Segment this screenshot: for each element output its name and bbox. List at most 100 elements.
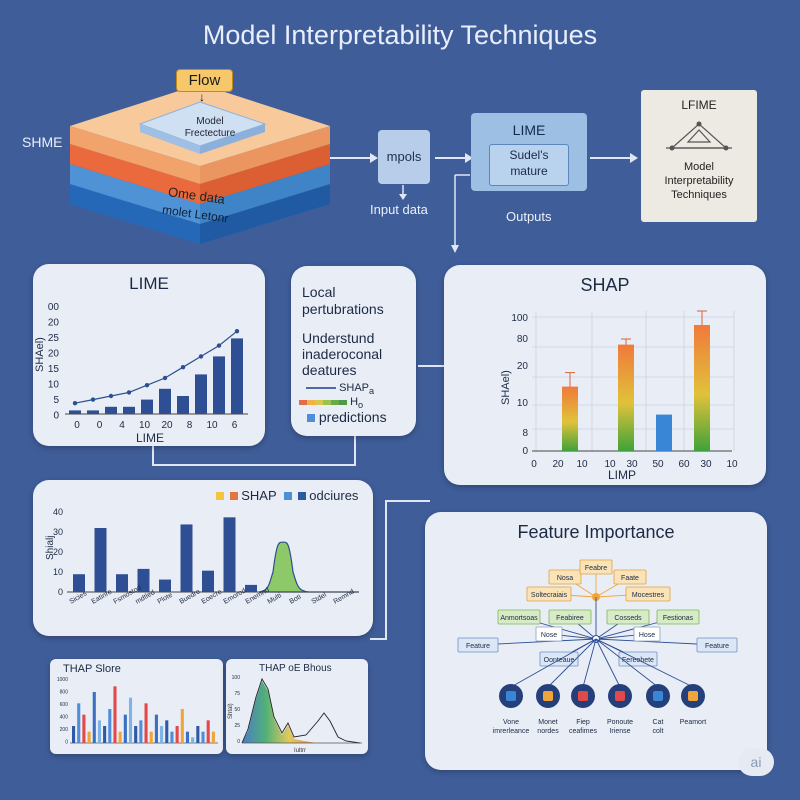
bl1-bar <box>139 720 143 743</box>
mid-x-tick: Multi <box>267 592 284 606</box>
bl1-bar <box>154 714 158 743</box>
feature-leaf-label: imrerleance <box>493 728 530 735</box>
right-card-line-2: Interpretability <box>664 175 734 187</box>
corner-badge: ai <box>738 748 774 776</box>
feature-node-row3 <box>548 609 592 625</box>
bl2-x-label: Iultrr <box>294 748 306 754</box>
lime-dot <box>144 383 150 388</box>
bl2-y-tick: 50 <box>234 707 240 713</box>
mid-legend-other: odciures <box>309 488 359 503</box>
legend-swatch <box>299 400 307 405</box>
mid-y-tick: 30 <box>53 527 63 537</box>
lime-inner-line-2: mature <box>510 164 548 178</box>
mid-bar <box>73 574 85 592</box>
feature-node-row4 <box>696 637 738 653</box>
feature-node-row4 <box>457 637 499 653</box>
bl1-bar <box>170 731 174 743</box>
shap-panel-title: SHAP <box>580 275 630 295</box>
connector-line <box>385 500 430 502</box>
mid-y-label: Shialj <box>45 536 56 560</box>
bl1-y-tick: 600 <box>60 702 69 708</box>
shap-x-tick: 10 <box>604 459 616 470</box>
mid-bar <box>116 574 128 592</box>
flow-label-box: Flow <box>176 69 233 92</box>
feature-leaf-label: Ponoute <box>607 719 633 726</box>
bottom-chart-2-title: THAP oE Bhous <box>259 663 332 674</box>
shap-x-tick: 10 <box>576 459 588 470</box>
feature-node-row5 <box>539 651 579 667</box>
stack-layer-4-side-right <box>200 184 330 244</box>
bl1-bar <box>72 726 76 743</box>
mid-legend: SHAP odciures <box>216 488 358 503</box>
feature-node-row4-label: Feature <box>466 643 490 650</box>
bl2-y-tick: 75 <box>234 691 240 697</box>
feature-node-row4-label: Hose <box>639 632 655 639</box>
bl1-bar <box>180 709 184 743</box>
mid-bar <box>180 524 193 592</box>
lime-bar <box>231 338 243 414</box>
lime-y-tick: 5 <box>53 395 59 406</box>
right-card-line-3: Techniques <box>671 189 727 201</box>
feature-node-row3-label: Anmortsoas <box>500 615 538 622</box>
feature-node-row1-label: Faate <box>621 575 639 582</box>
stack-layer-2-side-right <box>200 144 330 204</box>
mid-legend-shap: SHAP <box>241 488 277 503</box>
mid-y-tick: 40 <box>53 507 63 517</box>
text-line-4: inaderoconal <box>302 346 383 362</box>
bl1-bar <box>118 731 122 743</box>
bl1-bar <box>175 726 179 743</box>
feature-node-row2-label: Mocestres <box>632 592 665 599</box>
shap-x-tick: 60 <box>678 459 690 470</box>
legend-swatch <box>307 400 315 405</box>
legend-shap-row: SHAPa <box>306 382 374 396</box>
lime-flow-title: LIME <box>512 122 546 138</box>
mid-bars <box>73 517 257 592</box>
right-card-title: LFIME <box>681 98 717 112</box>
feature-node-row2 <box>625 586 671 602</box>
mpols-box: mpols <box>378 130 430 184</box>
shap-x-tick: 30 <box>700 459 712 470</box>
tree-edge <box>595 638 621 688</box>
lime-y-tick: 00 <box>48 302 60 313</box>
bl1-y-tick: 800 <box>60 690 69 696</box>
stack-layer-2-side-left <box>70 144 200 204</box>
bl1-bar <box>134 726 138 743</box>
stack-layer-3-side-right <box>200 164 330 224</box>
mid-bar <box>137 568 150 592</box>
feature-node-row3-label: Feabiree <box>556 615 584 622</box>
bl1-bar <box>196 726 200 743</box>
mid-x-tick: Plote <box>157 592 174 606</box>
lime-x-tick: 8 <box>187 420 193 431</box>
lime-x-tick: 20 <box>161 420 173 431</box>
lime-dot <box>126 390 132 395</box>
feature-node-row4-label: Nose <box>541 632 557 639</box>
lime-x-tick: 10 <box>206 420 218 431</box>
feature-node-row2 <box>526 586 572 602</box>
shap-x-label: LIMP <box>608 468 636 482</box>
feature-node-row4 <box>633 626 661 642</box>
lime-bar <box>141 399 153 414</box>
arrow-right-icon-3 <box>630 153 638 163</box>
shap-x-tick: 30 <box>626 459 638 470</box>
shap-y-tick: 100 <box>511 313 528 324</box>
text-line-3: Understund <box>302 330 375 346</box>
bl1-bar <box>201 731 205 743</box>
stack-box-line-2: Frectecture <box>184 128 236 139</box>
shap-x-tick: 10 <box>726 459 738 470</box>
mid-x-tick: Boti <box>289 593 303 605</box>
legend-line-icon <box>306 387 336 390</box>
legend-shap-text: SHAP <box>339 382 370 394</box>
stack-left-label: SHME <box>22 134 63 150</box>
feature-node-row1-label: Nosa <box>557 575 573 582</box>
bl1-bar <box>77 703 81 743</box>
feature-node-row4-label: Feature <box>705 643 729 650</box>
bl1-y-tick: 0 <box>65 740 68 746</box>
bl1-bar <box>206 720 210 743</box>
lime-inner-line-1: Sudel's <box>509 148 549 162</box>
